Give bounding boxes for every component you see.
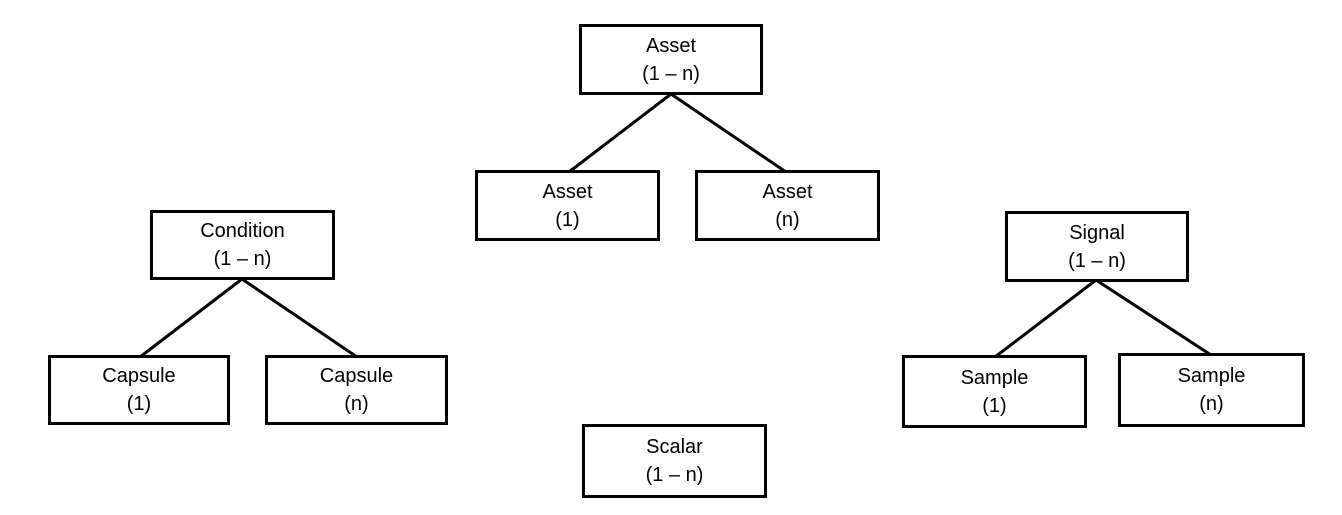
edge-asset-to-asset-1 [568,92,672,174]
node-multiplicity: (1 – n) [1068,249,1126,272]
node-condition: Condition (1 – n) [150,210,335,280]
node-multiplicity: (n) [344,393,369,415]
node-label: Sample [1177,365,1246,387]
node-multiplicity: (1 – n) [213,248,272,270]
edge-condition-to-capsule-n [241,277,358,359]
node-capsule-n: Capsule (n) [265,355,448,425]
node-label: Asset [542,180,593,203]
node-multiplicity: (1) [126,393,152,415]
node-label: Condition [200,220,285,242]
edge-condition-to-capsule-1 [139,277,243,359]
node-sample-n: Sample (n) [1118,353,1305,427]
edge-signal-to-sample-n [1095,278,1212,357]
node-multiplicity: (1 – n) [645,464,704,486]
node-scalar: Scalar (1 – n) [582,424,767,498]
node-label: Asset [645,34,697,57]
edge-signal-to-sample-1 [994,278,1097,359]
node-label: Sample [960,366,1029,389]
edge-asset-to-asset-n [670,92,787,174]
node-capsule-1: Capsule (1) [48,355,230,425]
node-multiplicity: (1) [555,208,580,231]
node-label: Signal [1069,221,1125,244]
node-multiplicity: (n) [775,208,800,231]
node-label: Capsule [319,365,394,387]
node-multiplicity: (1 – n) [642,62,700,85]
node-label: Capsule [102,365,176,387]
node-multiplicity: (n) [1199,393,1224,415]
node-sample-1: Sample (1) [902,355,1087,428]
node-multiplicity: (1) [982,394,1007,417]
node-asset-1: Asset (1) [475,170,660,241]
node-label: Asset [762,180,813,203]
node-asset-parent: Asset (1 – n) [579,24,763,95]
node-signal: Signal (1 – n) [1005,211,1189,282]
node-label: Scalar [646,436,703,458]
node-asset-n: Asset (n) [695,170,880,241]
